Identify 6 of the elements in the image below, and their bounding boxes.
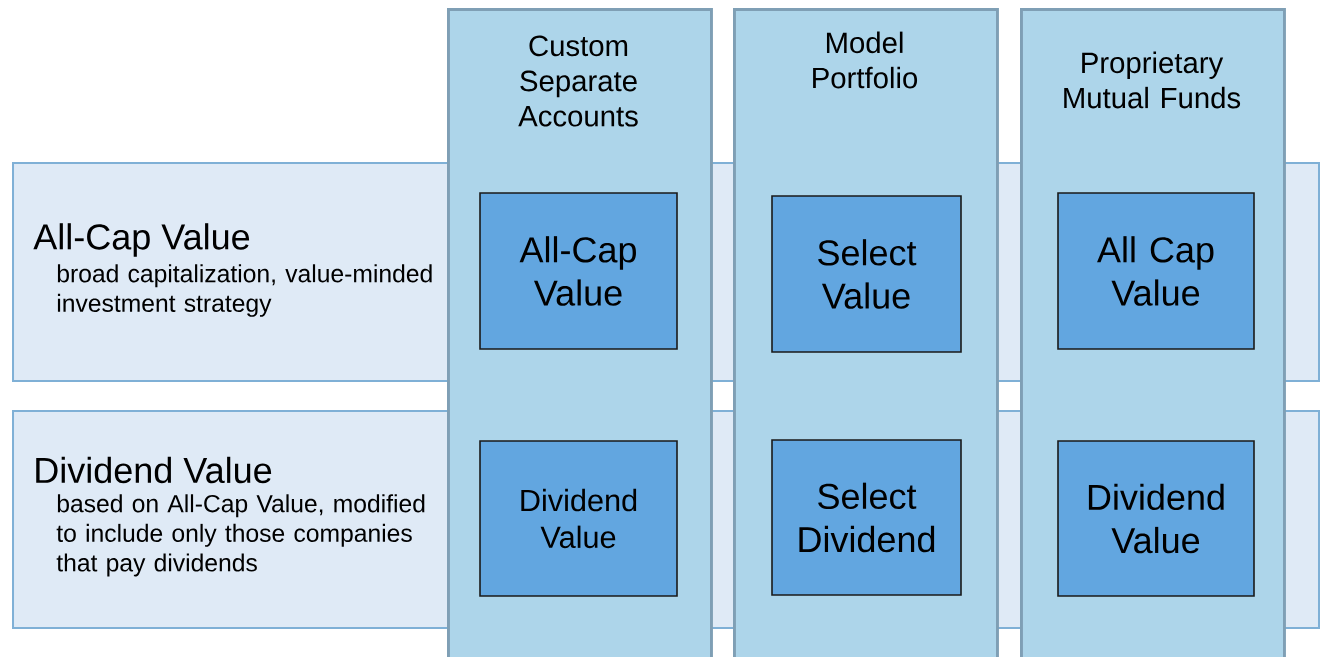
strategy-box: Dividend Value: [479, 440, 678, 597]
strategy-box: All-Cap Value: [479, 192, 678, 350]
strategy-box: Select Value: [771, 195, 962, 353]
strategy-box: Dividend Value: [1057, 440, 1255, 597]
strategy-box: Select Dividend: [771, 439, 962, 596]
strategy-box: All Cap Value: [1057, 192, 1255, 350]
